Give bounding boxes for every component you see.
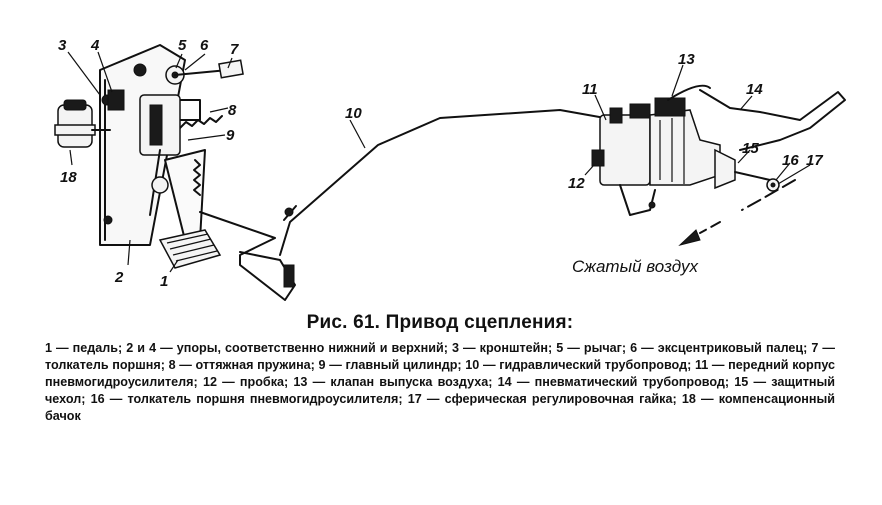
legend-item: 18 — компенсационный бачок bbox=[45, 392, 835, 423]
legend-item: 9 — главный цилиндр; bbox=[318, 358, 462, 372]
label-3: 3 bbox=[58, 37, 67, 54]
legend-item: 11 — передний корпус пневмогидроусилител… bbox=[45, 358, 836, 389]
legend-item: 13 — клапан выпуска воздуха; bbox=[293, 375, 493, 389]
label-16: 16 bbox=[782, 152, 799, 169]
legend-item: 8 — оттяжная пружина; bbox=[168, 358, 315, 372]
label-7: 7 bbox=[230, 41, 239, 58]
label-8: 8 bbox=[228, 102, 237, 119]
label-12: 12 bbox=[568, 175, 585, 192]
pedal-assembly bbox=[54, 44, 244, 269]
clutch-drive-diagram: 3 4 5 6 7 8 9 10 11 12 13 14 15 16 17 18… bbox=[54, 37, 846, 301]
legend-item: 3 — кронштейн; bbox=[452, 341, 553, 355]
label-18: 18 bbox=[60, 169, 77, 186]
label-15: 15 bbox=[742, 140, 759, 157]
legend-item: 17 — сферическая регулировочная гайка; bbox=[407, 392, 677, 406]
legend-item: 15 — защитный чехол; bbox=[45, 375, 836, 406]
diagram-drawing: 3 4 5 6 7 8 9 10 11 12 13 14 15 16 17 18… bbox=[54, 37, 846, 301]
legend-item: 5 — рычаг; bbox=[556, 341, 627, 355]
part-labels: 3 4 5 6 7 8 9 10 11 12 13 14 15 16 17 18… bbox=[58, 37, 823, 290]
caption-legend: 1 — педаль; 2 и 4 — упоры, соответственн… bbox=[45, 340, 835, 425]
label-10: 10 bbox=[345, 105, 362, 122]
label-17: 17 bbox=[806, 152, 823, 169]
label-1: 1 bbox=[160, 273, 168, 290]
compressed-air-label: Сжатый воздух bbox=[572, 257, 698, 276]
legend-item: 12 — пробка; bbox=[202, 375, 289, 389]
label-2: 2 bbox=[114, 269, 124, 286]
legend-item: 16 — толкатель поршня пневмогидроусилите… bbox=[90, 392, 403, 406]
leader-lines bbox=[67, 51, 811, 273]
caption-title: Рис. 61. Привод сцепления: bbox=[306, 312, 574, 333]
label-14: 14 bbox=[746, 81, 763, 98]
hydraulic-pipeline bbox=[199, 109, 606, 301]
label-5: 5 bbox=[178, 37, 187, 54]
legend-item: 7 — толкатель поршня; bbox=[45, 341, 836, 372]
label-6: 6 bbox=[200, 37, 209, 54]
compressed-air-arrow bbox=[678, 179, 796, 246]
label-4: 4 bbox=[90, 37, 100, 54]
label-9: 9 bbox=[226, 127, 235, 144]
figure-caption: Рис. 61. Привод сцепления: 1 — педаль; 2… bbox=[40, 312, 840, 425]
label-11: 11 bbox=[582, 81, 598, 98]
pneumatic-pipeline bbox=[699, 89, 846, 151]
legend-item: 14 — пневматический трубопровод; bbox=[497, 375, 730, 389]
legend-item: 6 — эксцентриковый палец; bbox=[630, 341, 808, 355]
legend-item: 10 — гидравлический трубопровод; bbox=[465, 358, 692, 372]
legend-item: 1 — педаль; bbox=[45, 341, 123, 355]
label-13: 13 bbox=[678, 51, 695, 68]
pneumatic-booster bbox=[591, 84, 780, 216]
legend-item: 2 и 4 — упоры, соответственно нижний и в… bbox=[126, 341, 448, 355]
